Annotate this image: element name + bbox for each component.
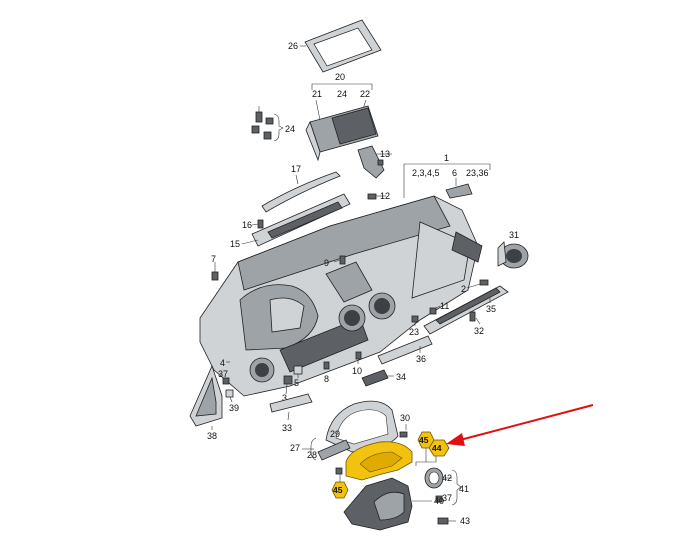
part-31-round-vent xyxy=(497,241,529,269)
part-22-display-unit xyxy=(305,105,379,162)
part-6-vent-grille xyxy=(445,183,473,199)
label-37: 37 xyxy=(218,369,228,379)
label-16: 16 xyxy=(242,220,252,230)
part-35-strip xyxy=(423,285,509,335)
part-24-screws xyxy=(251,106,274,140)
label-24: 24 xyxy=(285,124,295,134)
label-17: 17 xyxy=(291,164,301,174)
label-6: 6 xyxy=(452,168,457,178)
label-37-right: 37 xyxy=(442,493,452,503)
part-29-cluster-trim xyxy=(325,400,399,453)
part-3 xyxy=(283,375,293,385)
part-44-highlight: 44 xyxy=(428,439,450,457)
label-7: 7 xyxy=(211,254,216,264)
part-38-side-panel xyxy=(189,364,223,427)
label-10: 10 xyxy=(352,366,362,376)
label-3: 3 xyxy=(282,393,287,403)
label-4: 4 xyxy=(220,358,225,368)
part-43-screw xyxy=(437,517,456,525)
label-36: 36 xyxy=(416,354,426,364)
label-2: 2 xyxy=(461,284,466,294)
label-23-36: 23,36 xyxy=(466,168,489,178)
part-45-highlight-bottom: 45 xyxy=(331,481,349,499)
label-22: 22 xyxy=(360,89,370,99)
part-13 xyxy=(357,145,385,179)
part-5 xyxy=(293,365,303,375)
part-17-trim-strip xyxy=(261,171,341,213)
dashboard-vents xyxy=(249,292,396,383)
part-15-vent-strip xyxy=(251,193,351,247)
label-41: 41 xyxy=(459,484,469,494)
label-30: 30 xyxy=(400,413,410,423)
part-34 xyxy=(361,369,389,387)
label-29: 29 xyxy=(330,429,340,439)
label-28: 28 xyxy=(307,450,317,460)
label-2345: 2,3,4,5 xyxy=(412,168,440,178)
part-36-strip xyxy=(377,335,433,365)
label-34: 34 xyxy=(396,372,406,382)
label-32: 32 xyxy=(474,326,484,336)
label-35: 35 xyxy=(486,304,496,314)
label-31: 31 xyxy=(509,230,519,240)
label-45-bottom: 45 xyxy=(333,485,343,495)
red-arrow xyxy=(446,404,594,446)
part-40-lower-cover xyxy=(343,477,413,531)
part-42-ring xyxy=(424,467,444,489)
label-27: 27 xyxy=(290,443,300,453)
label-38: 38 xyxy=(207,431,217,441)
label-21: 21 xyxy=(312,89,322,99)
label-5: 5 xyxy=(294,378,299,388)
part-28 xyxy=(317,439,351,461)
label-26: 26 xyxy=(288,41,298,51)
label-44: 44 xyxy=(432,443,442,453)
label-39: 39 xyxy=(229,403,239,413)
label-23: 23 xyxy=(409,327,419,337)
label-33: 33 xyxy=(282,423,292,433)
label-24-top: 24 xyxy=(337,89,347,99)
label-9: 9 xyxy=(324,258,329,268)
label-45-top: 45 xyxy=(419,435,429,445)
label-15: 15 xyxy=(230,239,240,249)
main-dashboard-panel xyxy=(199,195,483,397)
label-8: 8 xyxy=(324,374,329,384)
label-40: 40 xyxy=(434,496,444,506)
label-13: 13 xyxy=(380,149,390,159)
label-43: 43 xyxy=(460,516,470,526)
part-44-lower-dash-trim xyxy=(345,441,413,481)
label-20: 20 xyxy=(335,72,345,82)
label-12: 12 xyxy=(380,191,390,201)
part-33-strip xyxy=(269,393,313,413)
label-1: 1 xyxy=(444,153,449,163)
label-42: 42 xyxy=(442,473,452,483)
label-11: 11 xyxy=(440,301,449,311)
part-26-display-frame xyxy=(304,19,382,73)
